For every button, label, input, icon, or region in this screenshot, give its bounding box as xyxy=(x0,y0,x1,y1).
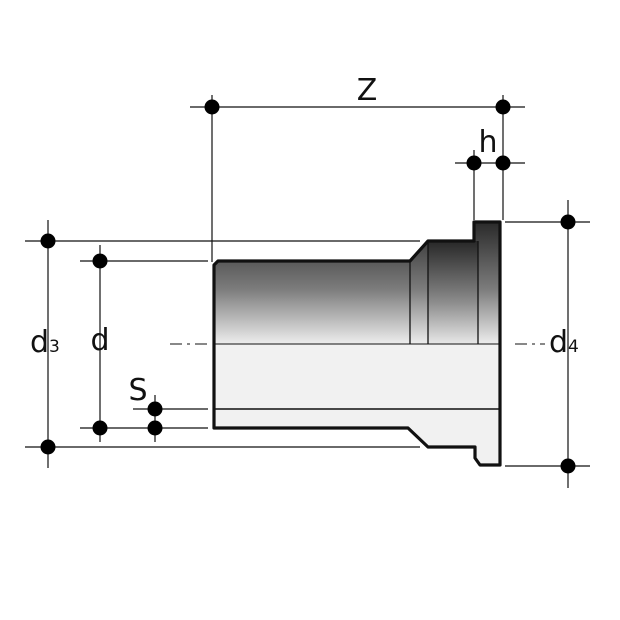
s-label: S xyxy=(128,373,147,408)
d-label: d xyxy=(90,323,109,358)
d4-bottom-dot xyxy=(560,458,576,474)
h-left-dot xyxy=(466,155,482,171)
fitting-lower-section xyxy=(214,344,500,465)
dimension-lines xyxy=(25,95,590,488)
d-top-dot xyxy=(92,253,108,269)
h-label: h xyxy=(478,125,497,160)
s-bottom-dot xyxy=(147,420,163,436)
fitting-body xyxy=(212,220,502,467)
s-top-dot xyxy=(147,401,163,417)
d3-bottom-dot xyxy=(40,439,56,455)
fitting-outline xyxy=(212,220,502,467)
dimension-labels: Z h d3 d d4 S xyxy=(30,73,579,408)
d4-top-dot xyxy=(560,214,576,230)
d4-label: d4 xyxy=(549,325,579,360)
dimension-dots xyxy=(40,99,576,474)
d3-label: d3 xyxy=(30,325,60,360)
z-left-dot xyxy=(204,99,220,115)
fitting-grooves xyxy=(409,241,479,344)
h-right-dot xyxy=(495,155,511,171)
d-bottom-dot xyxy=(92,420,108,436)
z-right-dot xyxy=(495,99,511,115)
fitting-socket-band xyxy=(428,241,478,344)
z-label: Z xyxy=(357,73,378,108)
d3-top-dot xyxy=(40,233,56,249)
